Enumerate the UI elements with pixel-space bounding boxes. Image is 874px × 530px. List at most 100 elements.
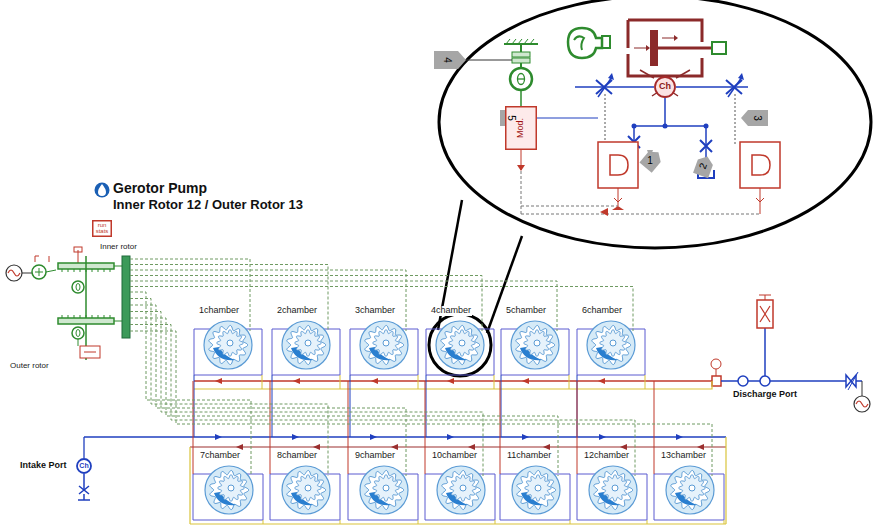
flow-arrow (447, 378, 454, 384)
chamber-label: 6chamber (581, 306, 623, 316)
flow-arrow (293, 378, 300, 384)
chamber-label: 4chamber (430, 306, 472, 316)
wire (570, 520, 571, 524)
gerotor-outline (588, 465, 638, 515)
signal-line (130, 292, 251, 476)
flow-arrow (468, 444, 475, 450)
node-text: Mod. (516, 118, 526, 138)
node-text: Ch (659, 82, 671, 92)
chamber-symbol: Ch (654, 76, 676, 98)
wire (577, 381, 578, 474)
wire (418, 375, 419, 389)
gerotor-outline (359, 465, 409, 515)
chamber-label: 10chamber (431, 451, 478, 461)
signal-line (130, 312, 483, 477)
signal-line (130, 270, 406, 331)
chamber-label: 5chamber (505, 306, 547, 316)
gerotor-outline (586, 320, 636, 370)
chamber-icon: 9chamber (359, 465, 409, 515)
title-icon (95, 183, 110, 198)
bus (190, 523, 726, 524)
chamber-icon: 1chamber (203, 320, 253, 370)
gerotor-outline (511, 465, 561, 515)
wire (647, 520, 648, 524)
wire (501, 375, 502, 437)
flow-arrow (697, 444, 704, 450)
gerotor-outline (204, 465, 254, 515)
wire (569, 375, 570, 389)
wire (426, 375, 427, 437)
intake-port-symbol (78, 474, 90, 500)
flow-arrow (447, 434, 454, 440)
diagram-title: Gerotor Pump (113, 181, 207, 196)
port-name: Discharge Port (733, 390, 797, 400)
callout-tag (434, 51, 466, 69)
chamber-icon: 3chamber (359, 320, 409, 370)
chamber-label: 11chamber (506, 451, 552, 461)
chamber-label: 1chamber (198, 306, 240, 316)
wire (340, 520, 341, 524)
flow-arrow (292, 434, 299, 440)
callout-tag (741, 110, 768, 126)
chamber-icon: 13chamber (665, 465, 715, 515)
part-name: Outer rotor (10, 362, 49, 371)
flow-arrow (391, 444, 398, 450)
wire (645, 375, 646, 389)
wire (418, 520, 419, 524)
gerotor-outline (203, 320, 253, 370)
bus (194, 388, 690, 389)
bus (690, 381, 712, 389)
inset-schematic (434, 20, 780, 216)
wire (425, 381, 426, 474)
gerotor-outline (665, 465, 715, 515)
wire (270, 381, 271, 474)
wire (495, 520, 496, 524)
callout-number: 5 (506, 115, 517, 121)
chamber-icon: 4chamber (435, 320, 485, 370)
flow-arrow (676, 434, 683, 440)
gerotor-outline (281, 465, 331, 515)
signal-line (130, 281, 557, 331)
callout-number: 4 (442, 57, 453, 63)
wire (272, 375, 273, 437)
bus (189, 447, 190, 524)
node-text: Ch (79, 462, 88, 470)
flow-arrow (215, 378, 222, 384)
chamber-icon: 8chamber (281, 465, 331, 515)
gerotor-outline (359, 320, 409, 370)
wire (262, 375, 263, 389)
gerotor-outline (435, 320, 485, 370)
chamber-icon: 10chamber (436, 465, 486, 515)
wire (654, 381, 655, 474)
flow-arrow (370, 434, 377, 440)
wire (724, 520, 725, 524)
run-stats-box: run stats (92, 220, 112, 237)
flow-arrow (598, 378, 605, 384)
chamber-label: 13chamber (660, 451, 707, 461)
flow-arrow (313, 444, 320, 450)
chamber-label: 7chamber (199, 451, 241, 461)
intake-bus (84, 436, 726, 437)
flow-arrow (543, 444, 550, 450)
flow-arrow (236, 444, 243, 450)
flow-arrow (599, 434, 606, 440)
part-name: Inner rotor (100, 243, 137, 252)
wire (348, 381, 349, 474)
chamber-icon: 2chamber (281, 320, 331, 370)
discharge-port-symbol (711, 295, 870, 412)
chamber-label: 2chamber (276, 306, 318, 316)
gerotor-outline (281, 320, 331, 370)
chamber-label: 9chamber (354, 451, 396, 461)
bus (725, 437, 726, 524)
flow-arrow (522, 434, 529, 440)
chamber-icon: 11chamber (511, 465, 561, 515)
wire (494, 375, 495, 389)
callout-number: 1 (647, 155, 653, 166)
wire (194, 375, 195, 437)
signal-line (130, 318, 558, 476)
chamber-icon: 6chamber (586, 320, 636, 370)
wire (500, 381, 501, 474)
intake-wire (83, 437, 84, 458)
flow-arrow (620, 444, 627, 450)
gerotor-outline (510, 320, 560, 370)
